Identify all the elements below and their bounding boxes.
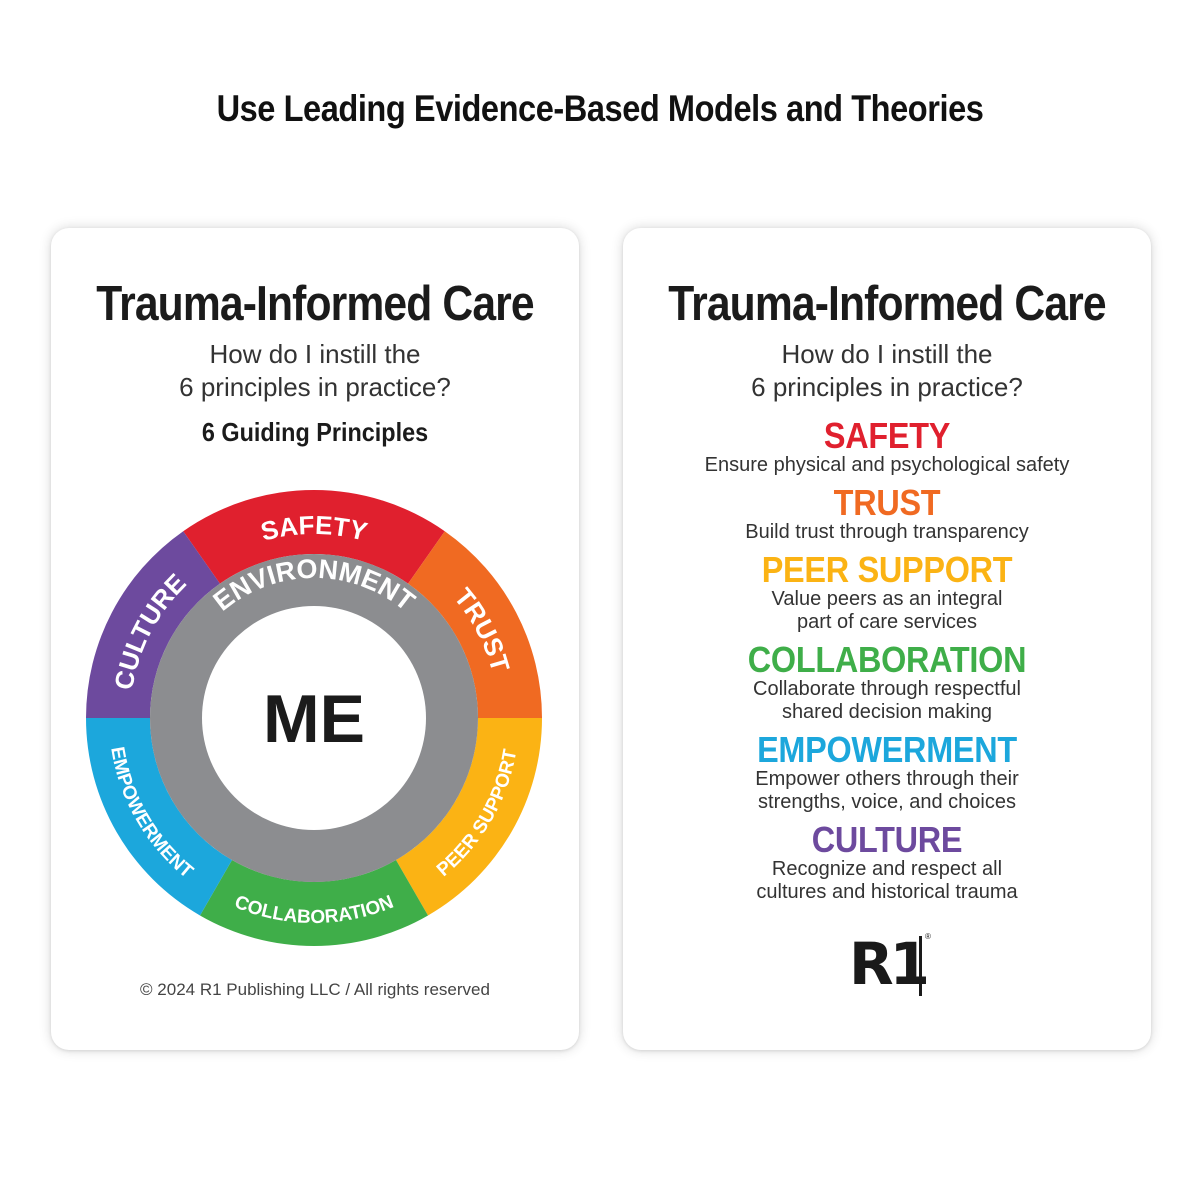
card-title: Trauma-Informed Care xyxy=(96,277,534,331)
wheel-segment-trust xyxy=(408,531,542,718)
principle-description: Value peers as an integral xyxy=(771,588,1003,610)
registered-mark-icon: ® xyxy=(925,932,931,941)
principle-name: EMPOWERMENT xyxy=(757,729,1017,770)
copyright-notice: © 2024 R1 Publishing LLC / All rights re… xyxy=(140,980,490,999)
logo-bar xyxy=(919,936,922,996)
principle-description: strengths, voice, and choices xyxy=(758,791,1016,813)
principle-description: Build trust through transparency xyxy=(745,521,1029,543)
wheel-segment-peer-support xyxy=(396,718,542,916)
subtitle-line: 6 principles in practice? xyxy=(179,372,451,402)
card-title: Trauma-Informed Care xyxy=(668,277,1106,331)
principle-name: COLLABORATION xyxy=(747,639,1027,680)
wheel-segment-collaboration xyxy=(200,860,428,946)
wheel-segment-safety xyxy=(183,490,445,584)
center-circle xyxy=(202,606,426,830)
principles-list-card: Trauma-Informed Care How do I instill th… xyxy=(623,228,1151,1050)
principle-description: shared decision making xyxy=(781,701,993,723)
subtitle-line: How do I instill the xyxy=(781,339,993,369)
principle-name: PEER SUPPORT xyxy=(761,549,1013,590)
principle-name: TRUST xyxy=(833,482,941,523)
principle-description: part of care services xyxy=(796,611,978,633)
r1-logo: R1 ® xyxy=(849,930,931,998)
center-label: ME xyxy=(263,681,365,757)
guiding-principles-label: 6 Guiding Principles xyxy=(201,417,429,447)
wheel-segment-empowerment xyxy=(86,718,232,916)
principles-wheel-card: Trauma-Informed Care How do I instill th… xyxy=(51,228,579,1050)
subtitle-line: 6 principles in practice? xyxy=(751,372,1023,402)
logo-text: R1 xyxy=(849,930,930,998)
wheel-segment-culture xyxy=(86,531,220,718)
principle-description: Empower others through their xyxy=(755,768,1019,790)
principle-name: CULTURE xyxy=(811,819,963,860)
card-subtitle: How do I instill the 6 principles in pra… xyxy=(623,338,1151,404)
page-heading: Use Leading Evidence-Based Models and Th… xyxy=(216,88,984,129)
card-subtitle: How do I instill the 6 principles in pra… xyxy=(51,338,579,404)
principle-description: Recognize and respect all xyxy=(771,858,1003,880)
subtitle-line: How do I instill the xyxy=(209,339,421,369)
principle-description: Ensure physical and psychological safety xyxy=(704,454,1070,476)
principle-name: SAFETY xyxy=(823,415,951,456)
principle-description: Collaborate through respectful xyxy=(753,678,1021,700)
principle-description: cultures and historical trauma xyxy=(756,881,1018,903)
